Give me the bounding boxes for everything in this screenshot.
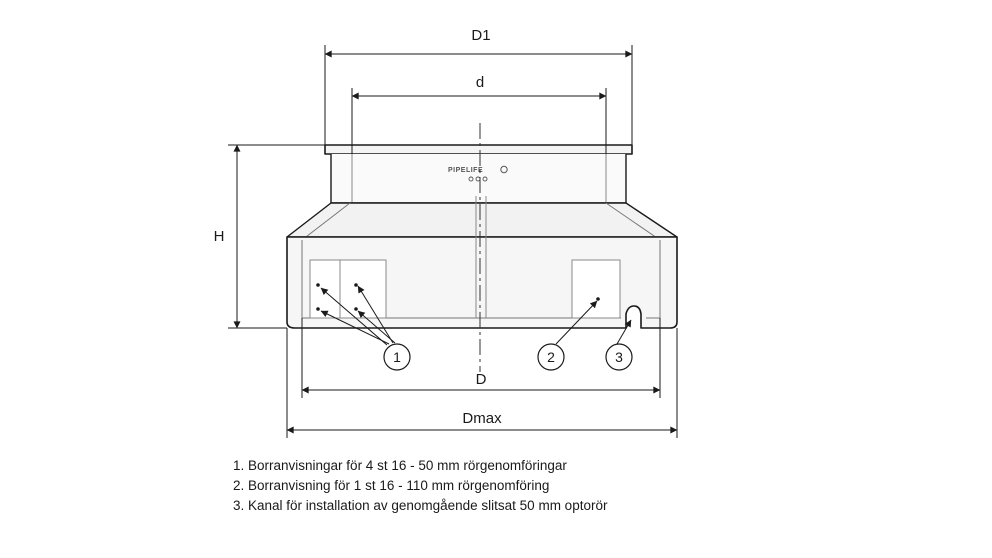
logo-mark-icon bbox=[500, 165, 508, 174]
drill-panel-right-a bbox=[571, 259, 621, 319]
bottom-d-label: D bbox=[476, 371, 487, 388]
callout-number: 3 bbox=[615, 349, 623, 365]
legend-item-1: 1. Borranvisningar för 4 st 16 - 50 mm r… bbox=[233, 458, 567, 473]
leader-line bbox=[357, 310, 396, 344]
top-collar bbox=[324, 144, 633, 155]
upper-neck bbox=[330, 154, 627, 204]
product-drawing-svg: PIPELIFE D1 d H D Dmax bbox=[214, 27, 678, 438]
h-label: H bbox=[214, 228, 225, 245]
callout-1: 1 bbox=[320, 285, 411, 371]
leader-line bbox=[555, 300, 598, 345]
shoulder-inner bbox=[301, 202, 661, 241]
legend-item-2: 2. Borranvisning för 1 st 16 - 110 mm rö… bbox=[233, 478, 550, 493]
shoulder-cone bbox=[286, 202, 678, 238]
dimension-bottom-d bbox=[301, 318, 661, 398]
leader-line bbox=[616, 319, 632, 345]
callout-number: 2 bbox=[547, 349, 555, 365]
dimension-d1 bbox=[324, 45, 633, 145]
leader-line bbox=[357, 285, 394, 344]
product-body bbox=[286, 144, 678, 329]
callout-3: 3 bbox=[605, 319, 633, 371]
leader-line bbox=[320, 310, 390, 345]
brand-text: PIPELIFE bbox=[448, 167, 483, 174]
drill-panel-left-b bbox=[339, 259, 387, 319]
legend-item-3: 3. Kanal för installation av genomgående… bbox=[233, 498, 608, 513]
drill-mark bbox=[316, 307, 320, 311]
drill-mark bbox=[354, 307, 358, 311]
dimension-d bbox=[351, 88, 607, 154]
callout-circle bbox=[537, 343, 565, 371]
drill-mark bbox=[596, 297, 600, 301]
callout-number: 1 bbox=[393, 349, 401, 365]
drill-mark bbox=[354, 283, 358, 287]
legend-list: 1. Borranvisningar för 4 st 16 - 50 mm r… bbox=[233, 456, 607, 516]
dmax-label: Dmax bbox=[462, 410, 502, 427]
leader-line bbox=[320, 287, 388, 346]
callout-circle bbox=[605, 343, 633, 371]
dimension-dmax bbox=[286, 328, 678, 438]
dimension-h bbox=[228, 144, 325, 329]
pipelife-logo: PIPELIFE bbox=[448, 165, 508, 182]
callout-2: 2 bbox=[537, 300, 598, 371]
logo-dot bbox=[468, 176, 474, 182]
callout-circle bbox=[383, 343, 411, 371]
drill-panel-left-a bbox=[309, 259, 341, 319]
logo-dot bbox=[482, 176, 488, 182]
d1-label: D1 bbox=[471, 27, 490, 44]
d-label: d bbox=[476, 74, 484, 91]
drill-mark bbox=[316, 283, 320, 287]
